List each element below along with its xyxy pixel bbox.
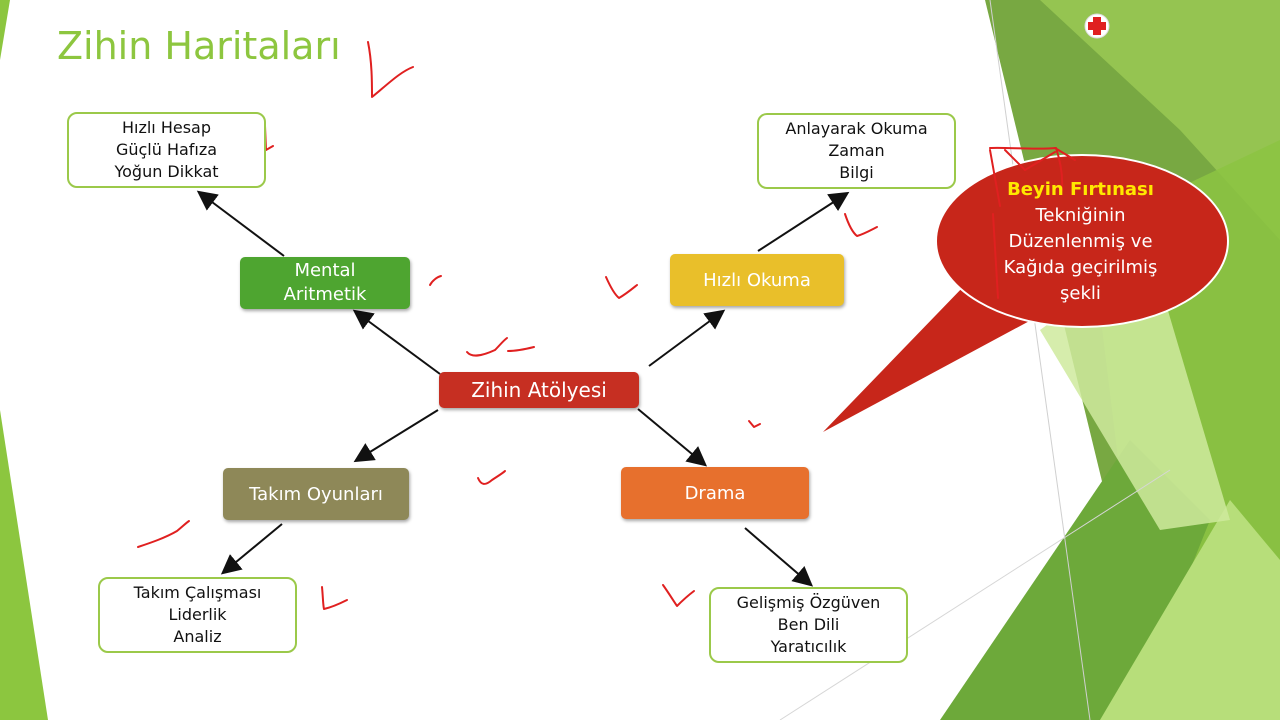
node-center: Zihin Atölyesi [439,372,639,408]
callout-highlight: Beyin Fırtınası [1007,179,1154,200]
annotation-scribble [1054,147,1076,161]
detail-box-takim: Takım Çalışması Liderlik Analiz [98,577,297,653]
slide-title: Zihin Haritaları [57,24,341,68]
detail-box-hizli: Anlayarak Okuma Zaman Bilgi [757,113,956,189]
check-mark [466,337,508,357]
callout-line: şekli [1060,283,1101,304]
check-mark [605,276,638,299]
connector-mental-detail [196,190,285,257]
check-mark [748,420,761,428]
callout-line: Tekniğinin [1035,205,1126,226]
detail-item: Yaratıcılık [770,637,847,656]
check-mark [137,520,190,548]
detail-item: Anlayarak Okuma [785,119,928,138]
annotation-scribble [992,213,999,299]
node-label: Zihin Atölyesi [471,378,607,402]
check-mark [264,125,274,151]
callout-bubble [935,154,1229,328]
node-label: Aritmetik [283,284,367,305]
check-mark [429,275,442,286]
detail-item: Güçlü Hafıza [115,140,218,159]
detail-item: Analiz [173,627,222,646]
detail-item: Hızlı Hesap [121,118,212,137]
callout-line: Düzenlenmiş ve [1008,231,1153,252]
connector-takim-detail [220,523,283,575]
detail-item: Gelişmiş Özgüven [736,593,881,612]
connector-drama-detail [744,527,814,587]
detail-box-drama: Gelişmiş Özgüven Ben Dili Yaratıcılık [709,587,908,663]
callout-text: Beyin Fırtınası Tekniğinin Düzenlenmiş v… [988,177,1173,307]
node-label: Hızlı Okuma [703,269,811,291]
node-label: Takım Oyunları [249,483,383,505]
detail-item: Ben Dili [777,615,840,634]
check-mark [844,213,878,237]
connector-center-takim [353,409,439,463]
bg-shape-left [0,410,48,720]
node-hizli-okuma: Hızlı Okuma [670,254,844,306]
node-mental-aritmetik: Mental Aritmetik [240,257,410,309]
bg-line-2 [779,469,1171,720]
bg-line-1 [989,0,1091,720]
detail-item: Bilgi [839,163,874,182]
check-mark [507,346,535,352]
check-mark [321,586,348,610]
connector-center-mental [352,309,441,375]
check-mark [367,41,414,98]
detail-item: Takım Çalışması [133,583,262,602]
annotation-scribble [989,149,1001,207]
close-icon[interactable] [1084,13,1110,39]
node-takim-oyunlari: Takım Oyunları [223,468,409,520]
bg-shape-right-light [1040,0,1280,240]
connector-hizli-detail [757,191,850,252]
detail-item: Liderlik [168,605,227,624]
callout-tail [823,285,1035,432]
connector-center-hizli [648,309,726,367]
annotation-scribble [1004,149,1056,171]
detail-box-mental: Hızlı Hesap Güçlü Hafıza Yoğun Dikkat [67,112,266,188]
detail-item: Yoğun Dikkat [114,162,219,181]
check-mark [662,584,695,607]
node-label: Drama [684,482,746,504]
node-label: Mental [294,260,356,281]
annotation-marks [137,41,1076,610]
check-mark [477,470,506,485]
connector-center-drama [637,408,708,467]
bg-shape-bottom-2 [1100,500,1280,720]
detail-item: Zaman [828,141,885,160]
node-drama: Drama [621,467,809,519]
callout-line: Kağıda geçirilmiş [1003,257,1158,278]
bg-shape-left-thin [0,0,10,60]
